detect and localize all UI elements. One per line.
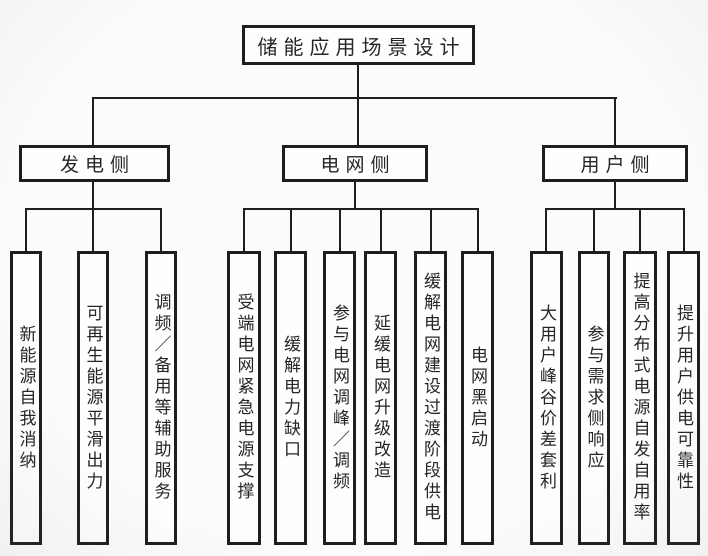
connector-drop-generation: [92, 97, 94, 145]
connector-grid-drop-4: [380, 208, 382, 251]
connector-grid-drop-1: [243, 208, 245, 251]
connector-user-drop-4: [683, 208, 685, 251]
connector-user-drop-3: [639, 208, 641, 251]
leaf-node-supply-reliability: 提升用户供电可靠性: [667, 251, 700, 545]
connector-generation-drop-2: [92, 208, 94, 251]
connector-trunk-rail: [92, 97, 617, 99]
connector-grid-stem: [354, 182, 356, 208]
connector-grid-drop-2: [290, 208, 292, 251]
connector-drop-user: [614, 97, 616, 145]
leaf-node-defer-grid-upgrade: 延缓电网升级改造: [364, 251, 397, 545]
leaf-node-peak-valley-arbitrage: 大用户峰谷价差套利: [530, 251, 563, 545]
connector-generation-stem: [92, 182, 94, 208]
leaf-node-transition-period-supply: 缓解电网建设过渡阶段供电: [414, 251, 447, 545]
connector-generation-drop-3: [160, 208, 162, 251]
branch-node-grid-side: 电网侧: [282, 145, 428, 182]
leaf-node-frequency-reserve-ancillary: 调频／备用等辅助服务: [145, 251, 177, 545]
leaf-node-renewable-smoothing: 可再生能源平滑出力: [77, 251, 109, 545]
connector-root-stem: [357, 63, 359, 99]
connector-grid-rail: [243, 208, 479, 210]
connector-grid-drop-3: [339, 208, 341, 251]
connector-user-rail: [545, 208, 685, 210]
connector-user-drop-1: [545, 208, 547, 251]
connector-generation-drop-1: [25, 208, 27, 251]
leaf-node-relieve-power-shortage: 缓解电力缺口: [274, 251, 307, 545]
leaf-node-demand-side-response: 参与需求侧响应: [578, 251, 610, 545]
branch-node-user-side: 用户侧: [542, 145, 688, 182]
leaf-node-new-energy-self-consumption: 新能源自我消纳: [10, 251, 42, 545]
connector-grid-drop-5: [430, 208, 432, 251]
leaf-node-receiving-grid-emergency-support: 受端电网紧急电源支撑: [227, 251, 261, 545]
leaf-node-distributed-self-use-rate: 提高分布式电源自发自用率: [623, 251, 657, 545]
branch-node-generation-side: 发电侧: [19, 145, 170, 182]
connector-grid-drop-6: [477, 208, 479, 251]
leaf-node-black-start: 电网黑启动: [461, 251, 494, 545]
root-node: 储能应用场景设计: [242, 25, 475, 65]
connector-user-stem: [614, 182, 616, 208]
leaf-node-peak-frequency-regulation: 参与电网调峰／调频: [323, 251, 356, 545]
connector-drop-grid: [357, 97, 359, 145]
connector-user-drop-2: [593, 208, 595, 251]
